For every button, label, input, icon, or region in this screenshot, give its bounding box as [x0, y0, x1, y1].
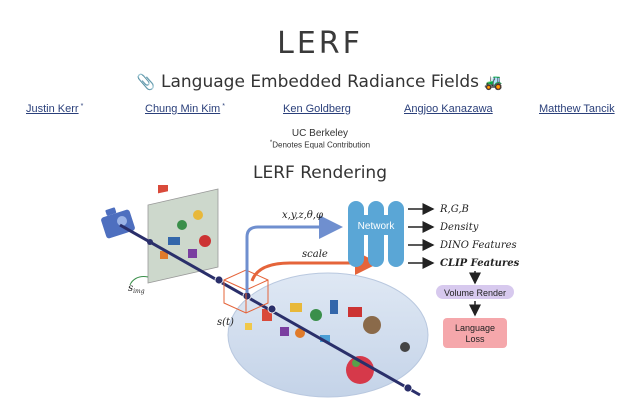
author-name: Ken Goldberg — [283, 103, 351, 115]
subtitle-text: Language Embedded Radiance Fields — [161, 72, 479, 92]
author-link-justin-kerr[interactable]: Justin Kerr* — [26, 103, 83, 115]
author-list: Justin Kerr* Chung Min Kim* Ken Goldberg… — [0, 103, 640, 119]
s-img-label: simg — [128, 283, 145, 295]
author-name: Angjoo Kanazawa — [404, 103, 493, 115]
author-link-matthew-tancik[interactable]: Matthew Tancik — [539, 103, 615, 115]
paperclip-icon: 📎 — [136, 73, 156, 91]
scale-arrow — [250, 251, 379, 282]
output-rgb: R,G,B — [439, 204, 469, 215]
author-link-chung-min-kim[interactable]: Chung Min Kim* — [145, 103, 225, 115]
author-name: Justin Kerr — [26, 103, 79, 115]
note-text: Denotes Equal Contribution — [272, 140, 371, 150]
output-clip: CLIP Features — [440, 258, 520, 269]
lerf-logo: LERF — [277, 26, 363, 61]
s-t-label: s(t) — [217, 317, 234, 328]
camera-icon — [101, 207, 135, 239]
output-dino: DINO Features — [439, 240, 517, 251]
section-title: LERF Rendering — [252, 163, 388, 183]
output-density: Density — [439, 222, 479, 233]
affiliation: UC Berkeley — [291, 128, 349, 139]
loss-label-line1: Language — [455, 323, 495, 333]
image-plane — [147, 185, 219, 284]
equal-contribution-mark: * — [222, 103, 225, 110]
lerf-rendering-figure: simg s(t) x,y,z,θ,φ scale Network R,G,B … — [101, 185, 520, 398]
equal-contribution-note: *Denotes Equal Contribution — [0, 140, 640, 150]
tractor-icon: 🚜 — [484, 73, 504, 91]
note-mark: * — [269, 140, 273, 146]
volume-render-box — [436, 285, 514, 299]
loss-label-line2: Loss — [465, 334, 485, 344]
author-link-ken-goldberg[interactable]: Ken Goldberg — [283, 103, 351, 115]
page-subtitle: 📎 Language Embedded Radiance Fields 🚜 — [0, 72, 640, 92]
position-arrow — [245, 215, 343, 293]
author-link-angjoo-kanazawa[interactable]: Angjoo Kanazawa — [404, 103, 493, 115]
network-label: Network — [358, 221, 396, 232]
network-block: Network — [348, 201, 404, 267]
author-name: Chung Min Kim — [145, 103, 221, 115]
language-loss-box — [443, 318, 507, 348]
volume-render-label: Volume Render — [444, 288, 506, 298]
output-list: R,G,B Density DINO Features CLIP Feature… — [408, 203, 520, 269]
author-name: Matthew Tancik — [539, 103, 615, 115]
equal-contribution-mark: * — [80, 103, 84, 110]
scale-label: scale — [302, 249, 328, 260]
ray-inputs-label: x,y,z,θ,φ — [282, 210, 323, 221]
